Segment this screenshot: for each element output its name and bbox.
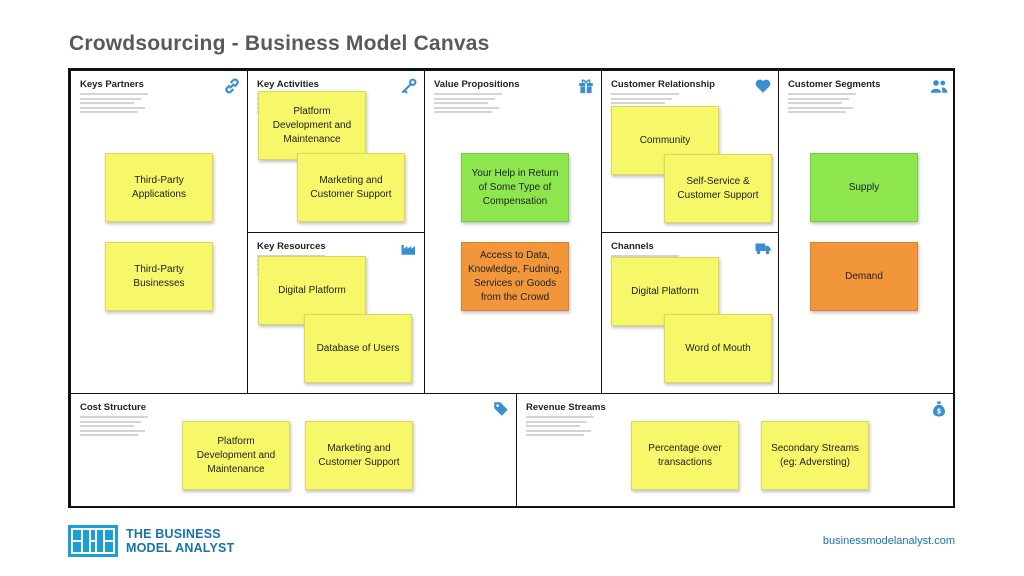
section-title: Customer Relationship [611,79,715,90]
customer-relationship-section: Customer Relationship Community Self-Ser… [601,70,779,233]
sticky-note: Percentage over transactions [631,421,739,490]
sticky-note: Self-Service & Customer Support [664,154,772,223]
placeholder-lines [526,416,594,439]
placeholder-lines [434,93,502,116]
channels-section: Channels Digital Platform Word of Mouth [601,232,779,394]
section-title: Customer Segments [788,79,881,90]
section-title: Value Propositions [434,79,520,90]
section-title: Keys Partners [80,79,144,90]
placeholder-lines [80,416,148,439]
key-resources-section: Key Resources Digital Platform Database … [247,232,425,394]
section-title: Channels [611,241,654,252]
brand-name: THE BUSINESS MODEL ANALYST [126,527,234,555]
business-model-analyst-logo-icon [68,525,118,557]
sticky-note: Word of Mouth [664,314,772,383]
page-title: Crowdsourcing - Business Model Canvas [69,32,490,55]
tag-icon [492,400,510,418]
money-bag-icon: $ [930,400,948,418]
sticky-note: Marketing and Customer Support [297,153,405,222]
sticky-note: Supply [810,153,918,222]
sticky-note: Third-Party Applications [105,153,213,222]
sticky-note: Platform Development and Maintenance [182,421,290,490]
sticky-note: Secondary Streams (eg: Adversting) [761,421,869,490]
truck-icon [754,239,772,257]
business-model-canvas: Keys Partners Third-Party Applications T… [68,68,955,508]
placeholder-lines [80,93,148,116]
svg-text:$: $ [937,408,942,416]
sticky-note: Access to Data, Knowledge, Fudning, Serv… [461,242,569,311]
cost-structure-section: Cost Structure Platform Development and … [70,393,517,508]
website-link[interactable]: businessmodelanalyst.com [822,535,955,547]
section-title: Cost Structure [80,402,146,413]
sticky-note: Third-Party Businesses [105,242,213,311]
factory-icon [400,239,418,257]
brand-line-2: MODEL ANALYST [126,541,235,555]
sticky-note: Demand [810,242,918,311]
users-icon [930,77,948,95]
sticky-note: Marketing and Customer Support [305,421,413,490]
sticky-note: Database of Users [304,314,412,383]
heart-icon [754,77,772,95]
section-title: Key Activities [257,79,319,90]
sticky-note: Platform Development and Maintenance [258,91,366,160]
revenue-streams-section: Revenue Streams $ Percentage over transa… [516,393,955,508]
brand-line-1: THE BUSINESS [126,527,221,541]
key-partners-section: Keys Partners Third-Party Applications T… [70,70,248,394]
brand-logo[interactable]: THE BUSINESS MODEL ANALYST [68,525,234,557]
customer-segments-section: Customer Segments Supply Demand [778,70,955,394]
link-icon [223,77,241,95]
section-title: Key Resources [257,241,326,252]
sticky-note: Your Help in Return of Some Type of Comp… [461,153,569,222]
value-propositions-section: Value Propositions Your Help in Return o… [424,70,602,394]
section-title: Revenue Streams [526,402,606,413]
sticky-note: Digital Platform [258,256,366,325]
placeholder-lines [788,93,856,116]
key-icon [400,77,418,95]
key-activities-section: Key Activities Platform Development and … [247,70,425,233]
gift-icon [577,77,595,95]
